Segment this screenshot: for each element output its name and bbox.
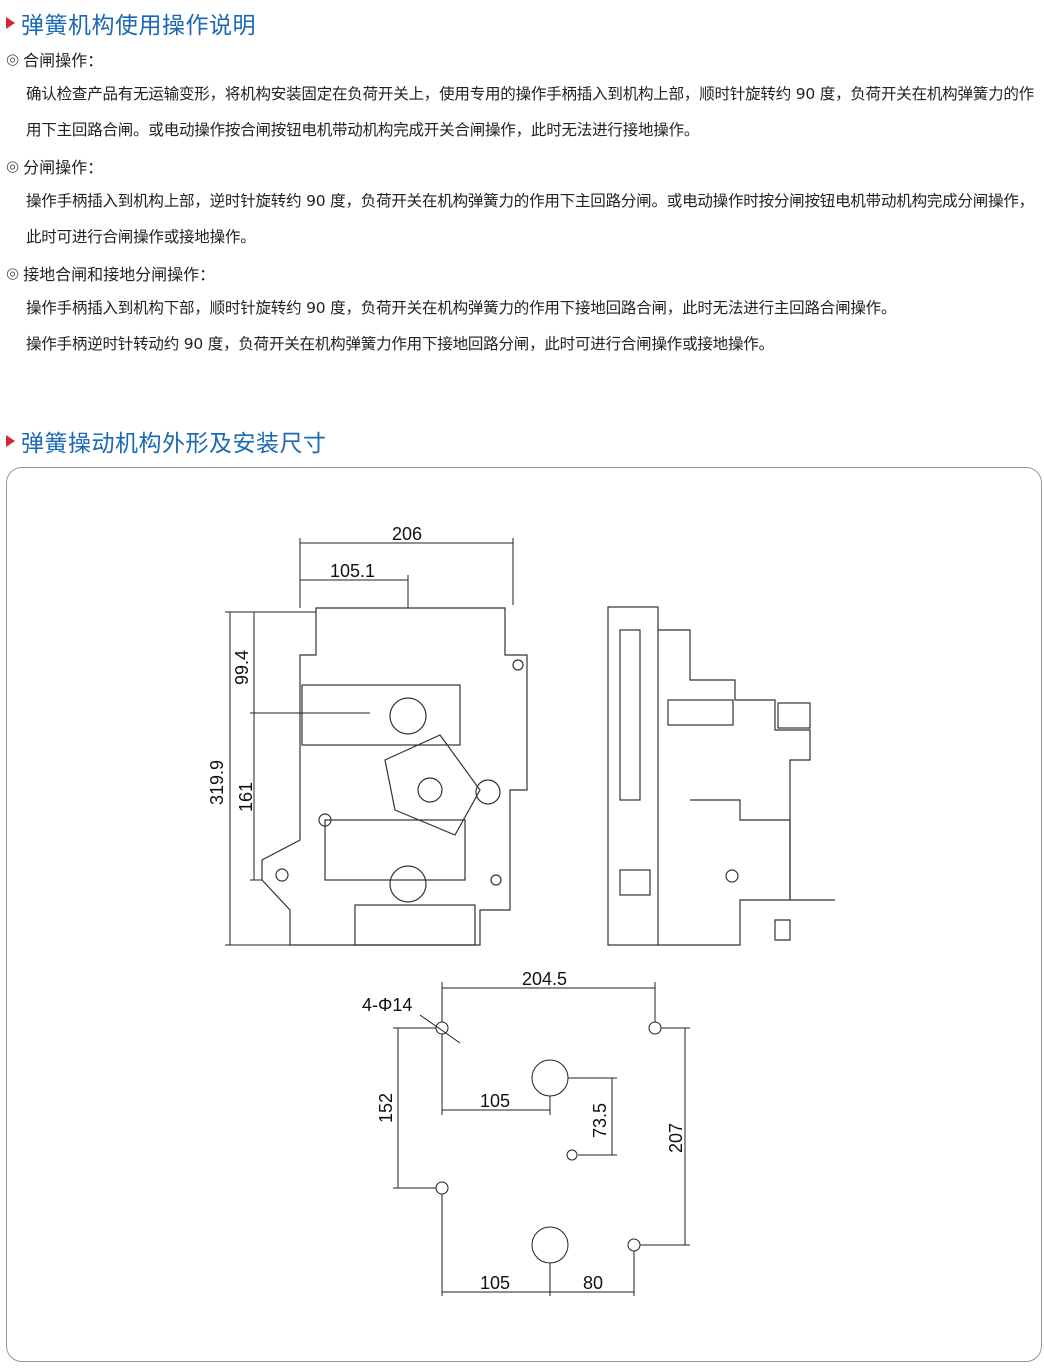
circle-bullet-icon: ◎ [6,50,20,68]
paragraph-earthing-close: 操作手柄插入到机构下部，顺时针旋转约 90 度，负荷开关在机构弹簧力的作用下接地… [26,299,897,317]
subheading-text: 分闸操作： [23,158,104,177]
dim-105-upper: 105 [480,1091,510,1111]
mounting-plan [435,1021,662,1264]
drawing-frame [6,467,1042,1362]
dim-holes: 4-Φ14 [362,995,412,1015]
small-hole [566,1149,578,1161]
section-title-text: 弹簧操动机构外形及安装尺寸 [21,431,327,457]
subheading-earthing: ◎接地合闸和接地分闸操作： [6,261,215,285]
subheading-text: 接地合闸和接地分闸操作： [23,265,216,284]
paragraph-opening: 操作手柄插入到机构上部，逆时针旋转约 90 度，负荷开关在机构弹簧力的作用下主回… [26,192,1034,246]
shaft-hole-lower [531,1226,569,1264]
mounting-hole [435,1181,449,1195]
dim-152: 152 [376,1093,396,1123]
triangle-bullet-icon [6,435,15,447]
dim-105-lower: 105 [480,1273,510,1293]
circle-bullet-icon: ◎ [6,157,20,175]
circle-bullet-icon: ◎ [6,264,20,282]
subheading-text: 合闸操作： [23,51,104,70]
dim-207: 207 [666,1123,686,1153]
triangle-bullet-icon [6,17,15,29]
dim-105-1: 105.1 [330,561,375,581]
dim-73-5: 73.5 [590,1103,610,1138]
section-title-dimensions: 弹簧操动机构外形及安装尺寸 [6,424,327,458]
dim-161: 161 [236,782,256,812]
dim-80: 80 [583,1273,603,1293]
mounting-hole [627,1238,641,1252]
dimension-lines [225,538,690,1296]
section-title-text: 弹簧机构使用操作说明 [21,13,256,39]
subheading-opening: ◎分闸操作： [6,154,103,178]
dim-319-9: 319.9 [207,760,227,805]
section-title-operation: 弹簧机构使用操作说明 [6,6,256,40]
paragraph-earthing-open: 操作手柄逆时针转动约 90 度，负荷开关在机构弹簧力作用下接地回路分闸，此时可进… [26,335,774,353]
dim-204-5: 204.5 [522,969,567,989]
mounting-hole [648,1021,662,1035]
shaft-hole-upper [531,1059,569,1097]
paragraph-closing: 确认检查产品有无运输变形，将机构安装固定在负荷开关上，使用专用的操作手柄插入到机… [26,85,1034,139]
dim-206: 206 [392,524,422,544]
dim-99-4: 99.4 [232,650,252,685]
side-view [607,606,835,946]
subheading-closing: ◎合闸操作： [6,47,103,71]
front-view [261,607,528,946]
